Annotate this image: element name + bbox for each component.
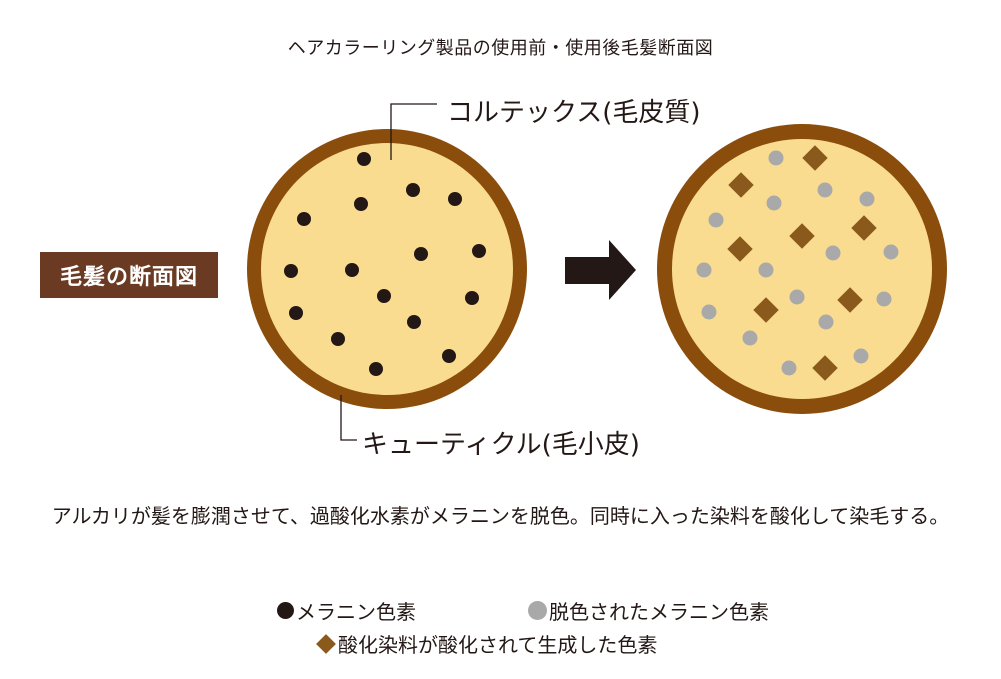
bleached-melanin-dots	[696, 150, 899, 376]
cortex-label: コルテックス(毛皮質)	[447, 98, 701, 128]
melanin-dot	[472, 244, 486, 258]
gray-dot-icon	[528, 601, 547, 620]
melanin-dot	[406, 183, 420, 197]
cortex-leader-line	[390, 103, 437, 160]
oxidized-dye-diamond	[753, 297, 779, 323]
melanin-dot	[289, 306, 303, 320]
black-dot-icon	[277, 602, 294, 619]
brown-diamond-icon	[316, 633, 336, 654]
melanin-dot	[369, 362, 383, 376]
melanin-dot	[377, 289, 391, 303]
melanin-dot	[407, 315, 421, 329]
melanin-dot	[331, 332, 345, 346]
bleached-melanin-dot	[701, 304, 717, 320]
melanin-dots	[284, 152, 486, 376]
bleached-melanin-dot	[708, 212, 724, 228]
oxidized-dye-diamond	[789, 223, 815, 249]
oxidized-dye-diamond	[727, 236, 753, 262]
bleached-melanin-dot	[883, 244, 899, 260]
legend-item-oxidized-dye: 酸化染料が酸化されて生成した色素	[316, 629, 657, 658]
melanin-dot	[284, 264, 298, 278]
melanin-dot	[414, 247, 428, 261]
oxidized-dye-diamond	[812, 355, 838, 381]
description-text: アルカリが髪を膨潤させて、過酸化水素がメラニンを脱色。同時に入った染料を酸化して…	[51, 504, 950, 528]
bleached-melanin-dot	[789, 289, 805, 305]
cuticle-leader-line	[340, 395, 357, 441]
bleached-melanin-dot	[768, 150, 784, 166]
legend-item-bleached-melanin: 脱色されたメラニン色素	[528, 596, 769, 625]
diagram-title: ヘアカラーリング製品の使用前・使用後毛髪断面図	[287, 38, 714, 59]
legend-label: 酸化染料が酸化されて生成した色素	[338, 633, 658, 657]
melanin-dot	[448, 192, 462, 206]
oxidized-dye-diamond	[837, 287, 863, 313]
oxidized-dye-diamond	[851, 215, 877, 241]
legend-label: メラニン色素	[296, 600, 416, 624]
bleached-melanin-dot	[696, 262, 712, 278]
arrow-icon	[565, 240, 636, 300]
bleached-melanin-dot	[876, 291, 892, 307]
cross-section-badge: 毛髪の断面図	[40, 252, 218, 298]
bleached-melanin-dot	[859, 191, 875, 207]
melanin-dot	[357, 152, 371, 166]
bleached-melanin-dot	[817, 182, 833, 198]
cuticle-label: キューティクル(毛小皮)	[362, 430, 640, 460]
melanin-dot	[345, 263, 359, 277]
bleached-melanin-dot	[758, 262, 774, 278]
oxidized-dye-diamonds	[727, 145, 877, 381]
after-cross-section	[657, 124, 947, 414]
melanin-dot	[354, 197, 368, 211]
bleached-melanin-dot	[742, 330, 758, 346]
legend-label: 脱色されたメラニン色素	[549, 600, 769, 624]
oxidized-dye-diamond	[802, 145, 828, 171]
melanin-dot	[442, 349, 456, 363]
bleached-melanin-dot	[781, 360, 797, 376]
bleached-melanin-dot	[825, 245, 841, 261]
melanin-dot	[465, 291, 479, 305]
melanin-dot	[297, 212, 311, 226]
legend-item-melanin: メラニン色素	[277, 596, 416, 625]
bleached-melanin-dot	[818, 314, 834, 330]
oxidized-dye-diamond	[728, 172, 754, 198]
before-cross-section	[247, 129, 527, 409]
bleached-melanin-dot	[853, 348, 869, 364]
bleached-melanin-dot	[766, 195, 782, 211]
before-cortex	[261, 143, 513, 395]
